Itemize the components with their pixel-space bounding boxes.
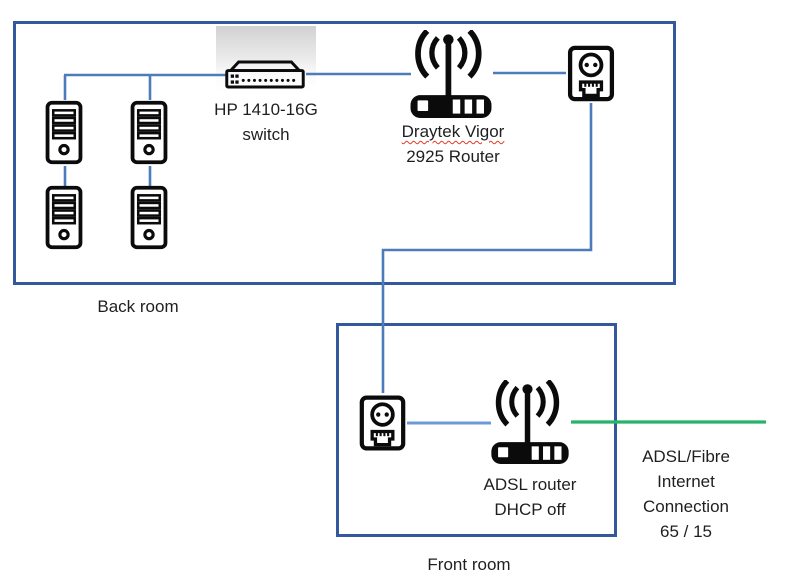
internet-connection-label: ADSL/Fibre Internet Connection 65 / 15 xyxy=(611,444,761,544)
back-room-box xyxy=(13,21,676,285)
server-icon xyxy=(130,185,168,250)
internet-label-line2: Internet xyxy=(657,472,715,491)
switch-label: HP 1410-16G switch xyxy=(191,97,341,147)
draytek-label-line2: 2925 Router xyxy=(406,147,500,166)
internet-label-line1: ADSL/Fibre xyxy=(642,447,730,466)
back-room-label: Back room xyxy=(97,297,179,316)
wireless-router-icon xyxy=(411,31,492,118)
internet-label-line3: Connection xyxy=(642,497,729,516)
server-icon xyxy=(45,100,83,165)
switch-label-line1: HP 1410-16G xyxy=(214,100,318,119)
adsl-label-line1: ADSL router xyxy=(483,475,577,494)
server-icon xyxy=(130,100,168,165)
server-icon xyxy=(45,185,83,250)
adsl-label-line2: DHCP off xyxy=(494,500,566,519)
switch-label-line2: switch xyxy=(242,125,290,144)
draytek-router-label: Draytek Vigor 2925 Router xyxy=(378,119,528,169)
front-room-box xyxy=(336,323,617,537)
wall-socket-icon xyxy=(362,398,403,449)
wall-socket-icon xyxy=(570,48,612,99)
adsl-router-label: ADSL router DHCP off xyxy=(455,472,605,522)
front-room-label: Front room xyxy=(427,555,511,574)
connector-socket-to-front-socket xyxy=(381,103,593,393)
network-switch-icon xyxy=(225,60,305,89)
draytek-label-line1: Draytek Vigor xyxy=(401,122,505,141)
connector-lines xyxy=(63,71,766,425)
internet-label-line4: 65 / 15 xyxy=(660,522,712,541)
adsl-router-icon xyxy=(491,381,568,464)
